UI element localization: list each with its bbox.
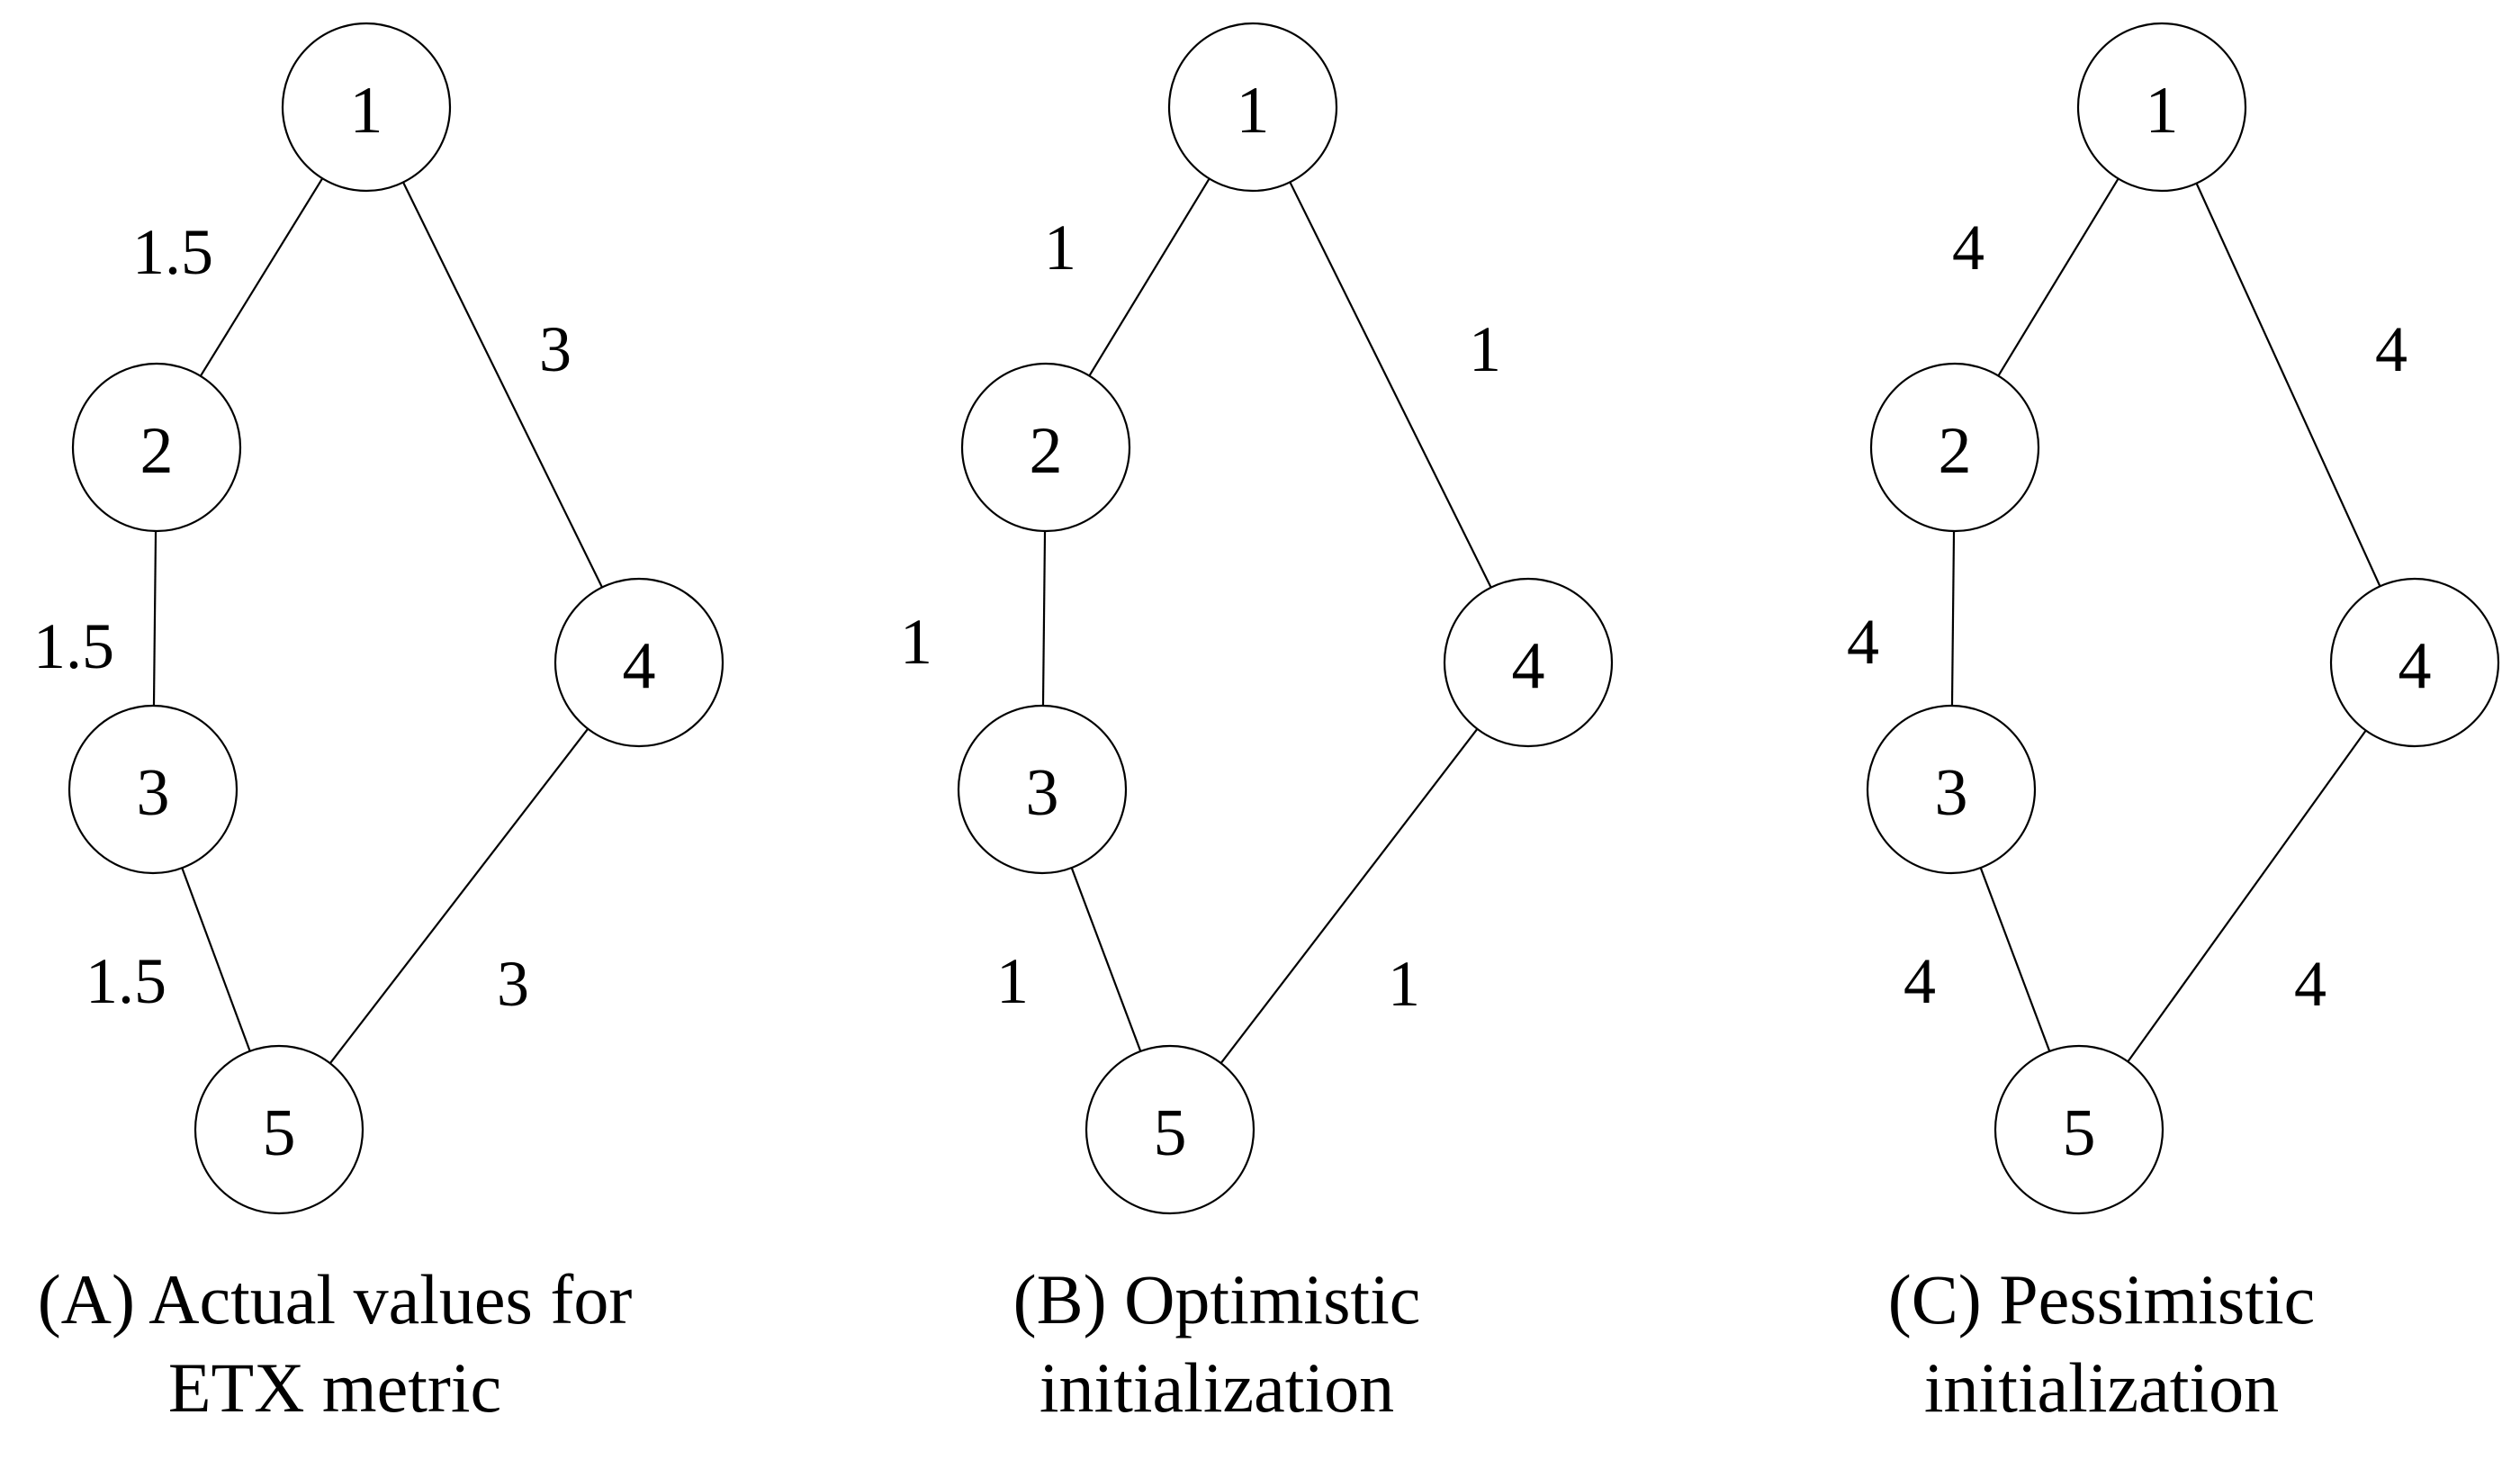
- node-label: 5: [2063, 1096, 2096, 1170]
- edge-1-2: [1997, 177, 2120, 377]
- node-circle: [194, 1044, 364, 1215]
- node-circle: [2329, 577, 2500, 748]
- node-2: 2: [960, 362, 1131, 533]
- panel-caption-line: initialization: [1040, 1348, 1394, 1427]
- node-4: 4: [1443, 577, 1614, 748]
- node-circle: [281, 22, 452, 193]
- edge-1-4: [402, 181, 603, 589]
- edge-weight-label: 4: [1847, 606, 1879, 678]
- node-circle: [1866, 704, 2037, 875]
- node-label: 4: [2398, 629, 2432, 703]
- node-3: 3: [957, 704, 1128, 875]
- edge-4-5: [2127, 729, 2367, 1063]
- edge-1-4: [1289, 181, 1492, 589]
- panel-caption-line: (C) Pessimistic: [1888, 1260, 2316, 1338]
- edge-weight-label: 4: [2294, 948, 2326, 1020]
- edge-weight-label: 1.5: [132, 216, 213, 288]
- edge-weight-label: 3: [497, 948, 529, 1020]
- panel-caption-line: initialization: [1924, 1348, 2279, 1427]
- edge-4-5: [328, 727, 590, 1065]
- panel-a: 1.5 1.5 1.5 3 3 1 2 3 4 5 (A) Actual values forETX…: [33, 22, 724, 1427]
- edge-3-5: [1979, 867, 2051, 1052]
- node-label: 2: [1030, 414, 1063, 488]
- node-circle: [1869, 362, 2040, 533]
- node-circle: [1167, 22, 1338, 193]
- edge-2-3: [152, 530, 158, 707]
- node-1: 1: [1167, 22, 1338, 193]
- edge-weight-label: 1: [1388, 948, 1420, 1020]
- node-circle: [960, 362, 1131, 533]
- edge-weight-label: 1: [1044, 212, 1076, 284]
- node-label: 1: [350, 74, 383, 148]
- node-label: 1: [1237, 74, 1270, 148]
- node-5: 5: [194, 1044, 364, 1215]
- node-3: 3: [1866, 704, 2037, 875]
- node-circle: [68, 704, 238, 875]
- node-2: 2: [1869, 362, 2040, 533]
- node-3: 3: [68, 704, 238, 875]
- node-2: 2: [71, 362, 242, 533]
- edge-2-3: [1950, 530, 1956, 707]
- node-4: 4: [554, 577, 724, 748]
- node-label: 1: [2146, 74, 2179, 148]
- edge-weight-label: 1.5: [86, 945, 166, 1017]
- node-label: 5: [263, 1096, 296, 1170]
- node-circle: [1994, 1044, 2164, 1215]
- edge-weight-label: 1: [996, 945, 1029, 1017]
- edge-2-3: [1041, 530, 1047, 707]
- node-label: 4: [623, 629, 656, 703]
- node-circle: [71, 362, 242, 533]
- node-circle: [1084, 1044, 1256, 1215]
- panel-b: 1 1 1 1 1 1 2 3 4 5 (B) Optimistic initialization: [900, 22, 1614, 1427]
- edge-weight-label: 1.5: [33, 610, 114, 682]
- node-label: 3: [137, 756, 170, 830]
- edge-3-5: [181, 867, 251, 1052]
- node-label: 5: [1154, 1096, 1187, 1170]
- node-label: 3: [1026, 756, 1059, 830]
- panel-c: 4 4 4 4 4 1 2 3 4 5 (C) Pessimistic initialization: [1847, 22, 2500, 1427]
- edge-3-5: [1070, 867, 1142, 1052]
- node-5: 5: [1994, 1044, 2164, 1215]
- panel-caption-line: (B) Optimistic: [1013, 1260, 1421, 1338]
- edge-1-2: [199, 177, 324, 377]
- edge-weight-label: 1: [900, 606, 932, 678]
- edge-weight-label: 1: [1469, 313, 1501, 385]
- edge-4-5: [1220, 728, 1479, 1064]
- node-circle: [957, 704, 1128, 875]
- edge-weight-label: 4: [1904, 945, 1936, 1017]
- edge-weight-label: 3: [539, 313, 572, 385]
- panel-caption-line: ETX metric: [168, 1348, 501, 1427]
- edge-1-2: [1088, 177, 1210, 377]
- node-circle: [554, 577, 724, 748]
- node-circle: [1443, 577, 1614, 748]
- node-5: 5: [1084, 1044, 1256, 1215]
- panel-caption-line: (A) Actual values for: [38, 1260, 633, 1338]
- node-1: 1: [2076, 22, 2247, 193]
- edge-weight-label: 4: [1952, 212, 1984, 284]
- node-1: 1: [281, 22, 452, 193]
- node-label: 3: [1935, 756, 1968, 830]
- edge-weight-label: 4: [2375, 313, 2408, 385]
- node-circle: [2076, 22, 2247, 193]
- edge-1-4: [2195, 183, 2381, 587]
- node-label: 4: [1512, 629, 1545, 703]
- node-label: 2: [140, 414, 174, 488]
- node-4: 4: [2329, 577, 2500, 748]
- node-label: 2: [1939, 414, 1972, 488]
